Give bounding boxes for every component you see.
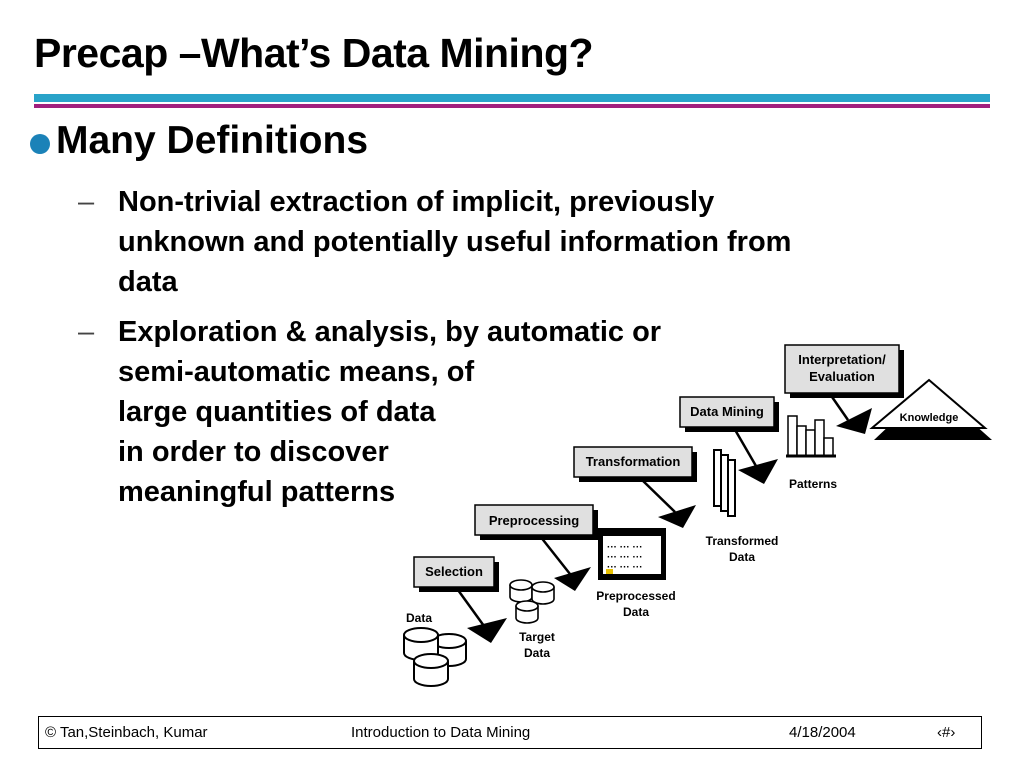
arrow-interpretation — [828, 393, 872, 434]
patterns-label: Patterns — [789, 477, 837, 491]
knowledge-pyramid-icon — [869, 378, 992, 440]
definition-1: – Non-trivial extraction of implicit, pr… — [78, 182, 791, 302]
main-bullet: Many Definitions — [30, 119, 368, 163]
dash-icon: – — [78, 186, 95, 218]
footer-date: 4/18/2004 — [789, 724, 856, 741]
step-transformation: Transformation — [573, 446, 697, 482]
preprocessed-data-icon: ··· ··· ··· ··· ··· ··· ··· ··· ··· — [598, 528, 666, 580]
step-preprocessing-label: Preprocessing — [489, 513, 579, 528]
definition-2-line: semi-automatic means, of — [118, 356, 475, 388]
svg-text:··· ··· ···: ··· ··· ··· — [607, 552, 643, 563]
step-interpretation: Interpretation/ Evaluation — [784, 344, 904, 398]
patterns-icon — [786, 415, 836, 458]
definition-2-line: large quantities of data — [118, 396, 436, 428]
svg-text:··· ··· ···: ··· ··· ··· — [607, 562, 643, 573]
slide-footer: © Tan,Steinbach, Kumar Introduction to D… — [38, 716, 982, 749]
step-preprocessing: Preprocessing — [474, 504, 598, 540]
step-interpretation-label-1: Interpretation/ — [798, 352, 886, 367]
step-data-mining: Data Mining — [679, 396, 779, 432]
preprocessed-data-label-2: Data — [623, 605, 649, 619]
arrow-preprocessing — [539, 535, 591, 591]
step-selection-label: Selection — [425, 564, 483, 579]
footer-copyright: © Tan,Steinbach, Kumar — [45, 724, 208, 741]
definition-2-line: in order to discover — [118, 436, 389, 468]
bullet-dot-icon — [30, 134, 50, 154]
database-icon — [403, 627, 467, 687]
footer-course-title: Introduction to Data Mining — [351, 724, 531, 741]
transformed-data-label-1: Transformed — [706, 534, 779, 548]
slide-title: Precap –What’s Data Mining? — [34, 30, 594, 76]
step-selection: Selection — [413, 556, 499, 592]
main-heading: Many Definitions — [56, 119, 369, 162]
svg-text:··· ··· ···: ··· ··· ··· — [607, 542, 643, 553]
divider-line-top — [34, 94, 990, 102]
knowledge-label: Knowledge — [900, 412, 959, 424]
footer-page-number: ‹#› — [937, 724, 956, 741]
definition-2-line: Exploration & analysis, by automatic or — [118, 316, 662, 348]
definition-1-line: Non-trivial extraction of implicit, prev… — [118, 186, 715, 218]
title-divider — [34, 94, 990, 108]
transformed-data-label-2: Data — [729, 550, 755, 564]
arrow-selection — [456, 589, 507, 643]
target-data-icon — [509, 579, 555, 624]
definition-2-line: meaningful patterns — [118, 476, 396, 508]
step-data-mining-label: Data Mining — [690, 404, 764, 419]
step-transformation-label: Transformation — [586, 454, 681, 469]
definition-2: – Exploration & analysis, by automatic o… — [78, 312, 661, 512]
data-label: Data — [406, 611, 432, 625]
arrow-data-mining — [732, 427, 778, 484]
step-interpretation-label-2: Evaluation — [809, 369, 875, 384]
arrow-transformation — [639, 477, 696, 528]
target-data-label-2: Data — [524, 646, 550, 660]
dash-icon: – — [78, 316, 95, 348]
definition-1-line: data — [118, 266, 178, 298]
preprocessed-data-label-1: Preprocessed — [596, 589, 675, 603]
transformed-data-icon — [713, 449, 736, 517]
divider-line-bottom — [34, 104, 990, 108]
definition-1-line: unknown and potentially useful informati… — [118, 226, 792, 258]
target-data-label-1: Target — [519, 630, 555, 644]
